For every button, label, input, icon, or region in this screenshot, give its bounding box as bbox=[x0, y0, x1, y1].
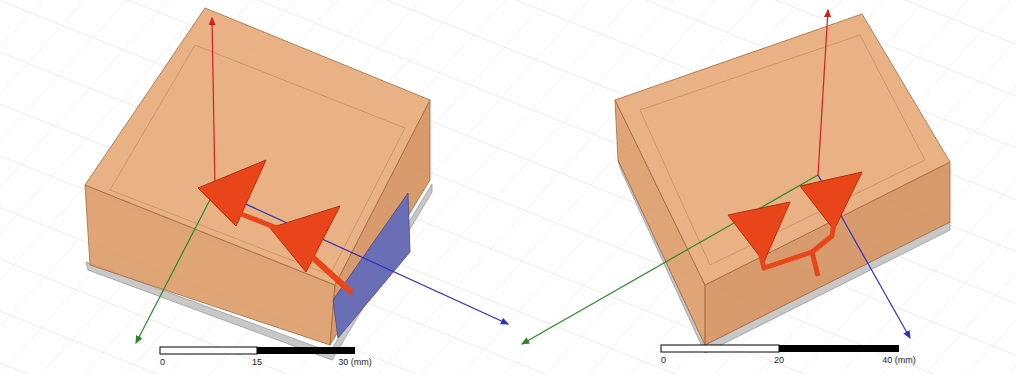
left-model bbox=[85, 8, 508, 360]
scale-label: 15 bbox=[252, 358, 262, 367]
scale-label: 20 bbox=[774, 356, 784, 365]
scale-label: 0 bbox=[661, 356, 666, 365]
right-model bbox=[522, 10, 950, 353]
scale-bar bbox=[160, 347, 355, 354]
scale-label: 40 (mm) bbox=[882, 356, 916, 365]
scale-bar bbox=[661, 345, 899, 352]
scale-label: 30 (mm) bbox=[338, 358, 372, 367]
scale-label: 0 bbox=[160, 358, 165, 367]
